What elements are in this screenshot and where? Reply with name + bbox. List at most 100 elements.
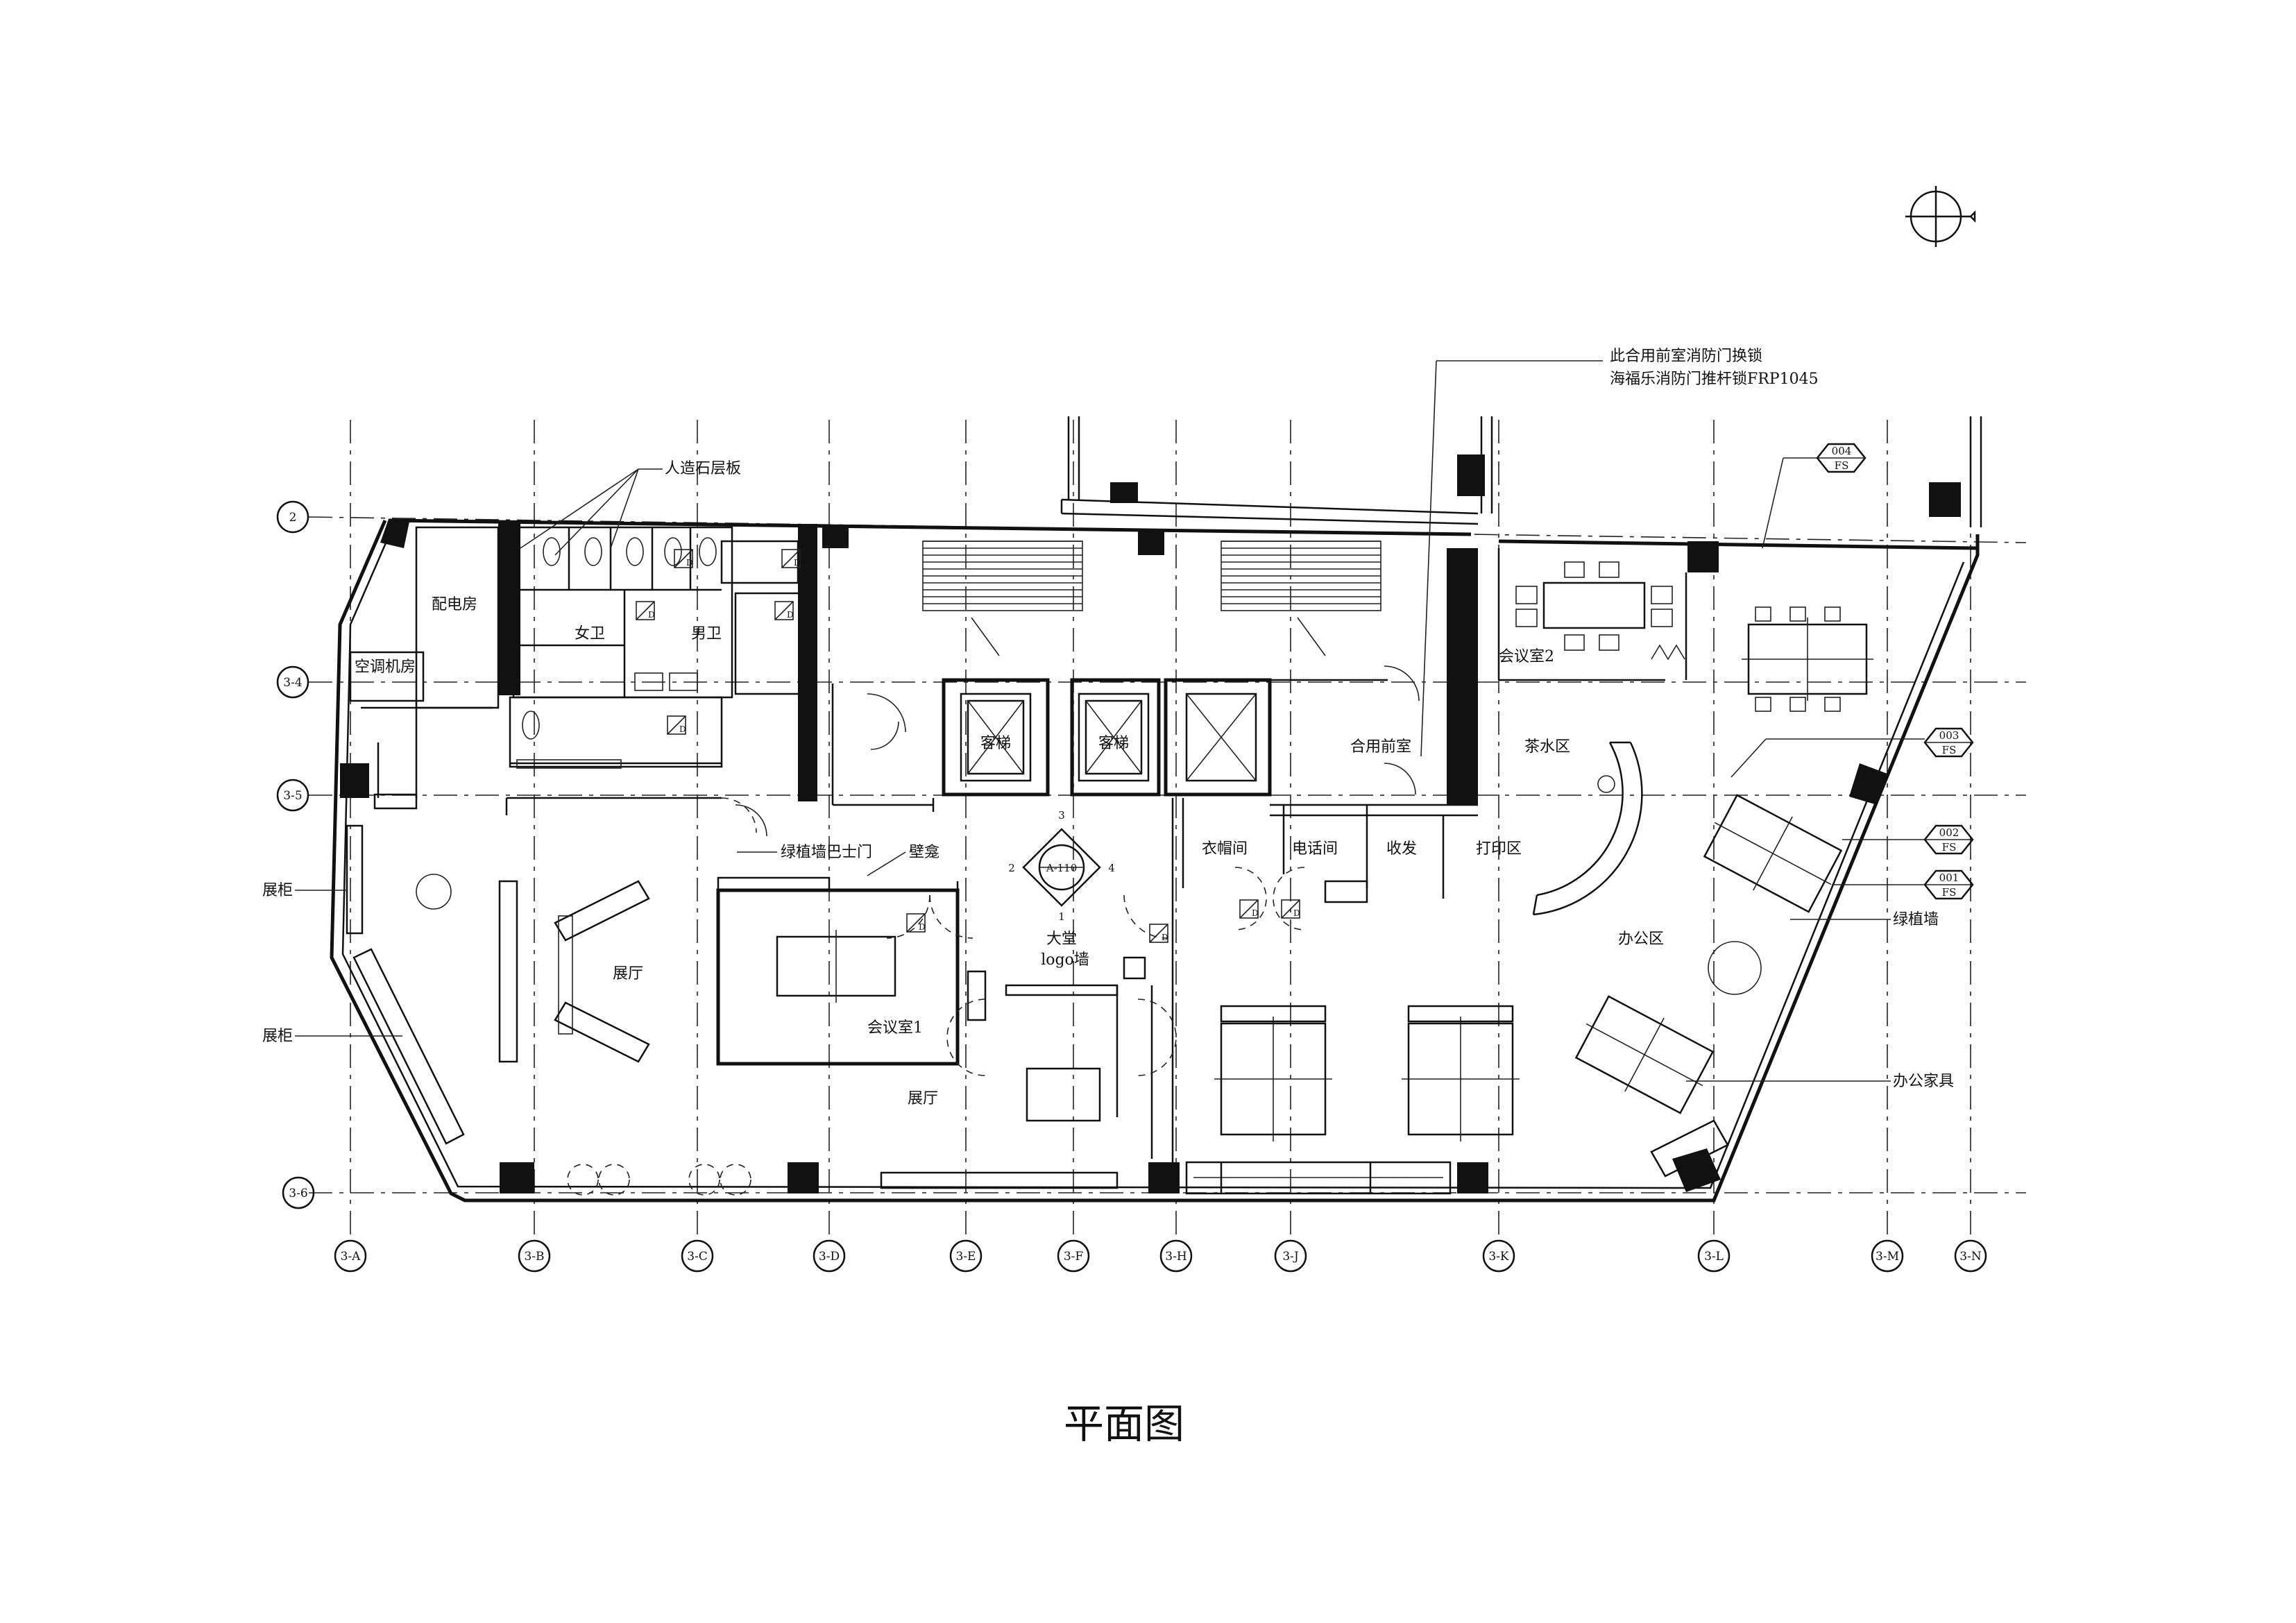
door-tags: D D D D D D D D D [636, 549, 1300, 943]
door-tag: D [1281, 899, 1300, 919]
workstation-cluster [1214, 1005, 1332, 1141]
workstation-cluster [1402, 1005, 1520, 1141]
workstation-cluster [1703, 794, 1843, 913]
door-tag-label: D [1162, 933, 1168, 942]
column [1849, 763, 1887, 805]
grid-label: 3-F [1064, 1250, 1084, 1264]
door-tag: D [781, 549, 801, 568]
column [1457, 1162, 1488, 1193]
grid-label: 3-L [1704, 1250, 1724, 1264]
grid-bubble-2: 2 [276, 500, 309, 534]
exterior-walls [330, 416, 1982, 1203]
grid-label: 3-4 [283, 676, 302, 690]
electrical-room-label: 配电房 [432, 596, 477, 613]
fire-door-note-line1: 此合用前室消防门换锁 [1610, 348, 1762, 365]
column [822, 527, 849, 548]
stair-right [1221, 541, 1381, 604]
fire-door-note-line2: 海福乐消防门推杆锁FRP1045 [1610, 371, 1819, 388]
column [1138, 531, 1164, 555]
grid-label: 3-C [687, 1250, 708, 1264]
grid-bubbles: 3-A 3-B 3-C 3-D 3-E 3-F 3-H 3-J 3-K 3-L … [276, 500, 1987, 1273]
grid-bubble-3-4: 3-4 [276, 665, 309, 699]
tag-code: 004 [1832, 445, 1852, 457]
display-table [554, 1001, 650, 1063]
display-cabinet-note-1: 展柜 [262, 882, 293, 899]
grid-bubble-3-N: 3-N [1954, 1239, 1987, 1273]
column [340, 763, 369, 798]
stone-panel-note: 人造石层板 [665, 460, 741, 477]
room-labels: 配电房 空调机房 女卫 男卫 会议室2 茶水区 合用前室 衣帽间 电话间 收发 … [355, 596, 1664, 1107]
grid-bubble-3-D: 3-D [813, 1239, 846, 1273]
section-n3: 3 [1058, 809, 1065, 822]
front-glazing [1185, 1161, 1452, 1195]
grid-label: 3-6 [289, 1187, 307, 1200]
column [1148, 1162, 1180, 1193]
grid-label: 3-K [1488, 1250, 1509, 1264]
door-swings [721, 665, 1420, 1076]
door-tag: D [636, 601, 655, 620]
door-tag-label: D [1252, 908, 1259, 918]
meeting-room-2-furniture [1515, 561, 1685, 661]
wall-bench-note: 壁龛 [909, 844, 939, 861]
elevation-tag-004: 004 FS [1762, 443, 1866, 549]
elevator-b: 客梯 [1078, 692, 1150, 782]
lobby-label: 大堂 [1046, 931, 1077, 948]
workstation-cluster [1574, 995, 1715, 1114]
column [1110, 482, 1138, 503]
grid-bubble-3-H: 3-H [1159, 1239, 1193, 1273]
grid-bubble-3-L: 3-L [1697, 1239, 1730, 1273]
display-plinth [498, 880, 518, 1063]
reception-bench [880, 1171, 1119, 1189]
display-cabinet-slanted [352, 948, 465, 1145]
door-tag: D [674, 549, 693, 568]
meeting-room-2-label: 会议室2 [1499, 648, 1554, 665]
door-tag-label: D [679, 724, 686, 734]
green-wall-door-note: 绿植墙巴士门 [781, 844, 872, 861]
office-furniture-note: 办公家具 [1893, 1073, 1954, 1090]
meeting-room-1-label: 会议室1 [867, 1019, 923, 1037]
display-table [554, 880, 650, 942]
grid-label: 2 [289, 511, 297, 525]
annotations: 人造石层板 绿植墙巴士门 壁龛 展柜 展柜 绿植墙 办公家具 此合用前室消防门换… [262, 348, 1954, 1090]
door-tag: D [774, 601, 794, 620]
exhibition-hall-2-label: 展厅 [908, 1090, 938, 1107]
grid-bubble-3-A: 3-A [334, 1239, 367, 1273]
tag-code: 002 [1939, 826, 1959, 839]
elevators: 客梯 客梯 [960, 692, 1257, 782]
cloakroom-label: 衣帽间 [1202, 840, 1248, 858]
conference-table [1542, 581, 1646, 629]
elevation-tag-001: 001 FS [1832, 869, 1974, 900]
grid-label: 3-E [956, 1250, 976, 1264]
section-n4: 4 [1108, 862, 1115, 874]
round-table [1708, 941, 1762, 995]
grid-lines [308, 420, 2027, 1235]
planter [416, 874, 452, 910]
door-tag-label: D [686, 558, 693, 568]
door-tag-label: D [787, 610, 794, 620]
elevator-c [1185, 692, 1257, 782]
workstation-cluster [1742, 606, 1873, 712]
door-tag: D [906, 913, 926, 933]
column [1687, 541, 1719, 572]
column [798, 524, 817, 801]
north-arrow-icon [1905, 186, 1976, 247]
grid-bubble-3-5: 3-5 [276, 779, 309, 812]
tag-sub: FS [1835, 459, 1849, 472]
section-ref: A-110 [1046, 862, 1078, 874]
door-tag-label: D [1293, 908, 1300, 918]
grid-label: 3-5 [283, 789, 302, 803]
section-n2: 2 [1008, 862, 1015, 874]
column [1447, 548, 1478, 805]
exhibition-hall-label: 展厅 [613, 965, 643, 983]
elevation-tags: 004 FS 003 FS 002 FS 001 FS [1730, 443, 1974, 900]
drawing-title: 平面图 [1064, 1400, 1184, 1447]
column [498, 522, 520, 695]
logo-wall-label: logo墙 [1041, 951, 1089, 969]
grid-bubble-3-K: 3-K [1482, 1239, 1515, 1273]
door-tag: D [667, 715, 686, 735]
display-cabinet-note-2: 展柜 [262, 1028, 293, 1045]
grid-bubble-3-B: 3-B [518, 1239, 551, 1273]
column [500, 1162, 534, 1193]
grid-bubble-3-J: 3-J [1274, 1239, 1307, 1273]
tag-code: 003 [1939, 729, 1959, 742]
